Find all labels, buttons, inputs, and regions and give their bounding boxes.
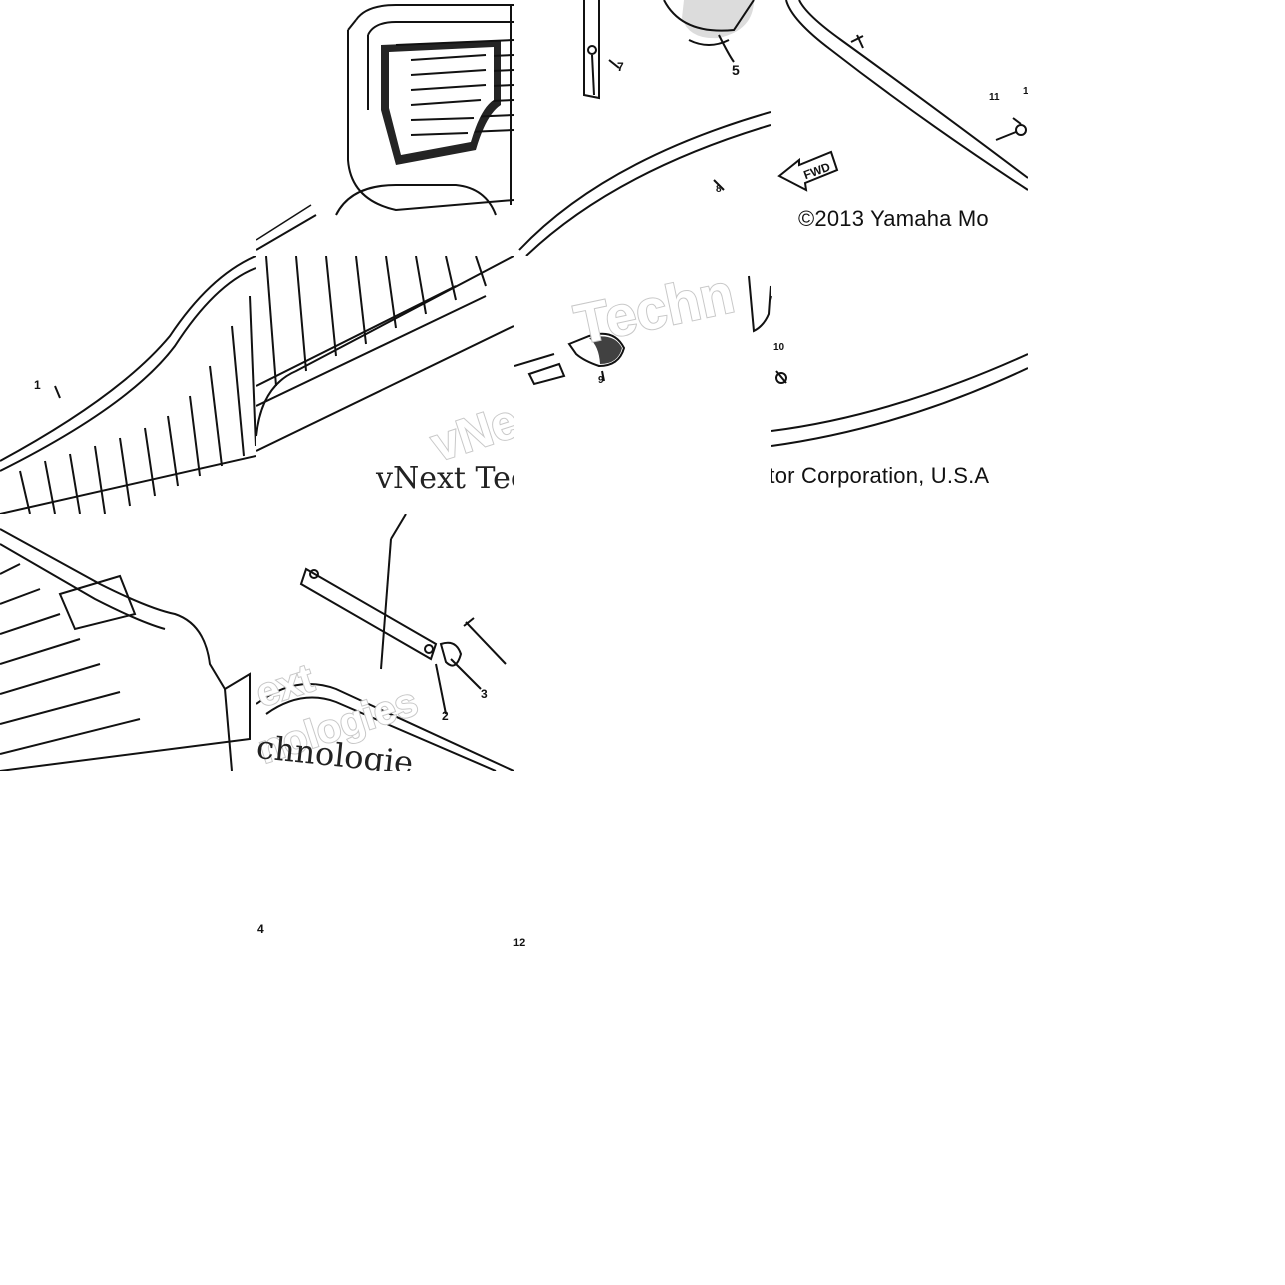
tile-seat-rear xyxy=(256,0,514,256)
tile-seat-mid: vNe vNext Tec xyxy=(256,256,514,514)
fwd-arrow-icon: FWD xyxy=(777,150,839,192)
tile-grab-rail-top: FWD 11 1 ©2013 Yamaha Mo xyxy=(771,0,1028,256)
callout-1-top: 1 xyxy=(1023,86,1028,97)
seat-rear-drawing xyxy=(256,4,514,251)
copyright-line-1: ©2013 Yamaha Mo xyxy=(798,206,989,231)
small-parts-drawing xyxy=(514,275,771,386)
tile-seat-front: 1 xyxy=(0,256,256,514)
callout-5: 5 xyxy=(732,62,740,78)
callout-11: 11 xyxy=(989,92,1000,103)
seat-front-drawing xyxy=(0,256,256,514)
callout-8: 8 xyxy=(716,184,722,195)
callout-4: 4 xyxy=(257,922,264,936)
bracket-pad-drawing xyxy=(518,0,771,256)
grab-rail-lower-drawing xyxy=(771,296,1028,447)
bracket-plate-drawing xyxy=(256,514,514,771)
tile-seat-lower xyxy=(0,514,256,771)
callout-12: 12 xyxy=(513,937,526,949)
callout-10: 10 xyxy=(773,342,785,353)
tile-bracket-pad: 7 5 8 xyxy=(514,0,771,256)
callout-7: 7 xyxy=(617,60,624,74)
tile-small-parts: Techn 9 xyxy=(514,256,771,514)
callout-1: 1 xyxy=(34,378,41,392)
tile-bracket-plate: 2 3 ext nologies chnologie xyxy=(256,514,514,771)
copyright-line-2: otor Corporation, U.S.A xyxy=(771,463,990,488)
callout-3: 3 xyxy=(481,687,488,701)
watermark-vnext-serif: vNext Tec xyxy=(376,461,514,496)
callout-9: 9 xyxy=(598,375,604,386)
callout-2: 2 xyxy=(442,709,449,723)
grommet-part xyxy=(589,336,622,364)
seat-mid-drawing xyxy=(256,256,514,452)
seat-lower-drawing xyxy=(0,528,251,771)
tile-grab-rail-lower: 10 otor Corporation, U.S.A xyxy=(771,256,1028,514)
grab-rail-top-drawing: FWD xyxy=(777,0,1028,192)
